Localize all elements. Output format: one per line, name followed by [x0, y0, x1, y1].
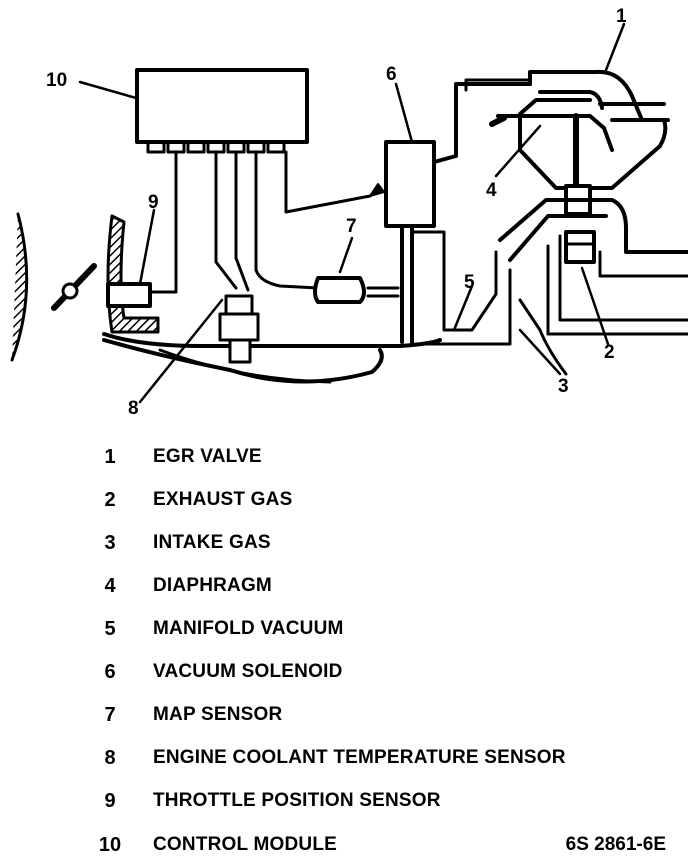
legend-label: INTAKE GAS	[153, 532, 271, 553]
legend-number: 8	[104, 747, 116, 769]
legend-label: VACUUM SOLENOID	[153, 661, 343, 682]
wiring-harness	[146, 150, 372, 294]
callout-2: 2	[604, 342, 615, 363]
intake-manifold	[102, 332, 442, 348]
callout-5: 5	[464, 272, 475, 293]
throttle-position-sensor	[106, 282, 152, 308]
legend-number: 6	[104, 661, 116, 683]
callout-10: 10	[46, 70, 67, 91]
legend-label: CONTROL MODULE	[153, 834, 337, 855]
callout-6: 6	[386, 64, 397, 85]
solenoid-ports	[400, 224, 414, 344]
legend-label: MANIFOLD VACUUM	[153, 618, 344, 639]
callout-4: 4	[486, 180, 497, 201]
legend-row-6: 6 VACUUM SOLENOID	[0, 657, 688, 687]
legend-label: DIAPHRAGM	[153, 575, 272, 596]
intake-passage	[498, 198, 688, 262]
legend-label: THROTTLE POSITION SENSOR	[153, 790, 441, 811]
callout-8: 8	[128, 398, 139, 419]
legend-row-9: 9 THROTTLE POSITION SENSOR	[0, 786, 688, 816]
manifold-vacuum-line	[412, 230, 498, 332]
legend-row-7: 7 MAP SENSOR	[0, 700, 688, 730]
legend-number: 9	[104, 790, 116, 812]
solenoid-hose	[432, 82, 532, 164]
callout-9: 9	[148, 192, 159, 213]
legend-label: EXHAUST GAS	[153, 489, 293, 510]
leader-lines	[78, 22, 626, 404]
exhaust-passage	[546, 234, 688, 336]
legend-label: MAP SENSOR	[153, 704, 283, 725]
exhaust-pintle	[564, 230, 596, 264]
legend-number: 10	[98, 834, 122, 856]
legend-number: 5	[104, 618, 116, 640]
legend-number: 3	[104, 532, 116, 554]
legend-row-1: 1 EGR VALVE	[0, 442, 688, 472]
legend-row-2: 2 EXHAUST GAS	[0, 485, 688, 515]
callout-7: 7	[346, 216, 357, 237]
legend-row-10: 10 CONTROL MODULE	[0, 830, 688, 860]
throttle-body-left	[10, 212, 29, 362]
legend-row-3: 3 INTAKE GAS	[0, 528, 688, 558]
legend-row-4: 4 DIAPHRAGM	[0, 571, 688, 601]
legend-number: 4	[104, 575, 116, 597]
control-module-pins	[146, 140, 286, 154]
legend-label: EGR VALVE	[153, 446, 262, 467]
egr-valve	[489, 69, 670, 216]
legend-row-5: 5 MANIFOLD VACUUM	[0, 614, 688, 644]
legend-number: 1	[104, 446, 116, 468]
solenoid-arrow	[369, 183, 385, 197]
legend-number: 7	[104, 704, 116, 726]
egr-system-diagram: 10 6 1 4 9 7 5 2 3 8	[10, 6, 688, 419]
legend-label: ENGINE COOLANT TEMPERATURE SENSOR	[153, 747, 566, 768]
callout-3: 3	[558, 376, 569, 397]
callout-1: 1	[616, 6, 627, 27]
legend-row-8: 8 ENGINE COOLANT TEMPERATURE SENSOR	[0, 743, 688, 773]
map-sensor	[313, 276, 366, 304]
legend-number: 2	[104, 489, 116, 511]
coolant-temperature-sensor	[218, 294, 260, 364]
figure-code: 6S 2861-6E	[565, 834, 666, 855]
